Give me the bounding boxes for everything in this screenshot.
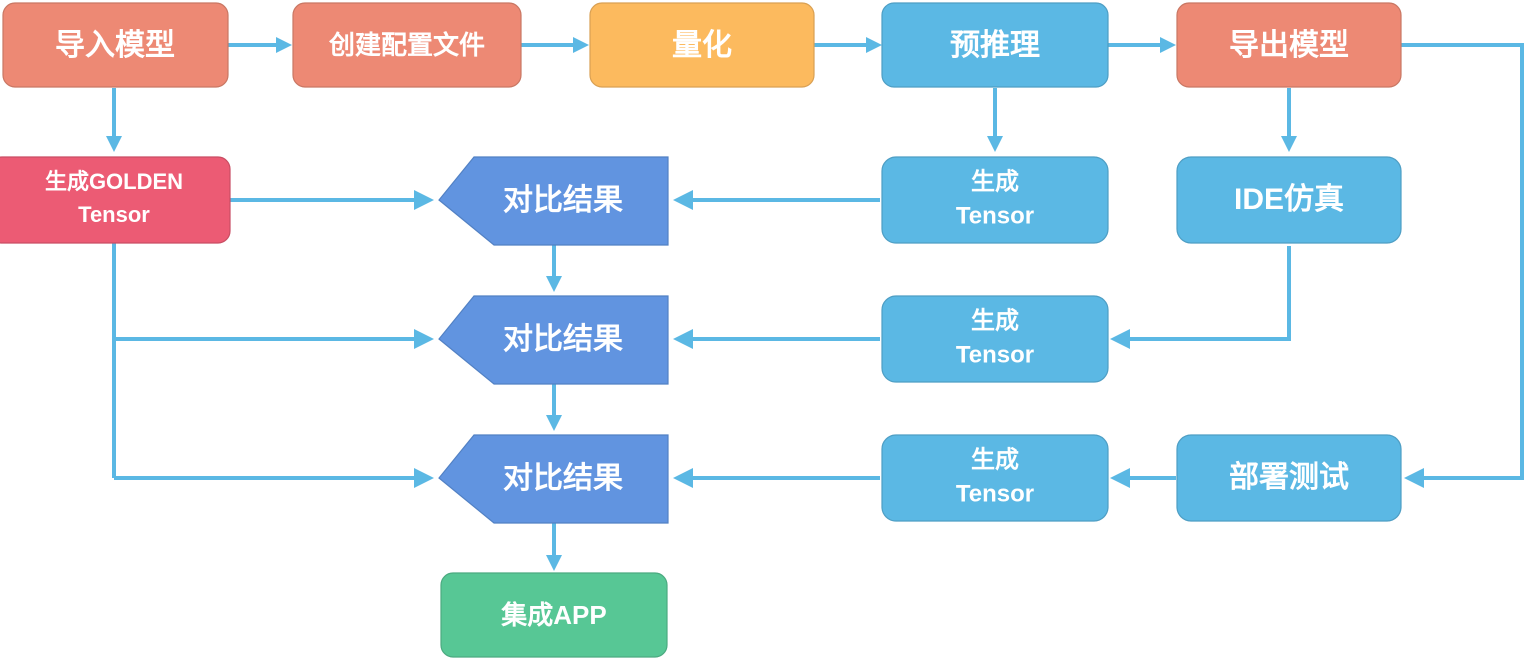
gen-tensor-2-label-line1: 生成 xyxy=(971,307,1019,334)
create-config-label: 创建配置文件 xyxy=(328,30,485,60)
node-gen-tensor-2[interactable]: 生成 Tensor xyxy=(881,295,1109,383)
compare-2-shape[interactable] xyxy=(438,295,669,385)
node-deploy-test[interactable]: 部署测试 xyxy=(1176,434,1402,522)
arrowhead-preinf-to-tensor1 xyxy=(987,136,1003,152)
gen-tensor-3-label-line2: Tensor xyxy=(956,480,1034,507)
node-create-config[interactable]: 创建配置文件 xyxy=(292,2,522,88)
node-integrate-app[interactable]: 集成APP xyxy=(440,572,668,658)
gen-tensor-3-label-line1: 生成 xyxy=(971,446,1019,473)
edge-ide-simulation-to-gen-tensor-2 xyxy=(1128,246,1291,341)
node-gen-golden-tensor[interactable]: 生成GOLDEN Tensor xyxy=(0,156,231,244)
arrowhead-tensor2-to-compare2 xyxy=(673,329,693,349)
pre-inference-box[interactable] xyxy=(881,2,1109,88)
integrate-app-box[interactable] xyxy=(440,572,668,658)
arrowhead-quantize-to-preinf xyxy=(866,37,882,53)
compare-2-label: 对比结果 xyxy=(503,323,623,356)
arrowhead-golden-to-compare1 xyxy=(414,190,434,210)
gen-tensor-1-label-line1: 生成 xyxy=(971,168,1019,195)
arrowhead-ide-to-tensor2 xyxy=(1110,329,1130,349)
quantize-label: 量化 xyxy=(672,29,732,62)
import-model-box[interactable] xyxy=(2,2,229,88)
arrowhead-tensor3-to-compare3 xyxy=(673,468,693,488)
arrowhead-compare2-to-compare3 xyxy=(546,415,562,431)
node-gen-tensor-3[interactable]: 生成 Tensor xyxy=(881,434,1109,522)
deploy-test-box[interactable] xyxy=(1176,434,1402,522)
node-gen-tensor-1[interactable]: 生成 Tensor xyxy=(881,156,1109,244)
arrowhead-golden-to-compare3 xyxy=(414,468,434,488)
node-compare-1[interactable]: 对比结果 xyxy=(438,156,669,246)
node-quantize[interactable]: 量化 xyxy=(589,2,815,88)
arrowhead-compare1-to-compare2 xyxy=(546,276,562,292)
arrowhead-tensor1-to-compare1 xyxy=(673,190,693,210)
edge-export-model-to-deploy-test xyxy=(1401,43,1524,480)
gen-tensor-2-box[interactable] xyxy=(881,295,1109,383)
arrowhead-golden-to-compare2 xyxy=(414,329,434,349)
connector-layer xyxy=(106,37,1524,571)
import-model-label: 导入模型 xyxy=(55,29,175,62)
node-compare-2[interactable]: 对比结果 xyxy=(438,295,669,385)
gen-tensor-1-box[interactable] xyxy=(881,156,1109,244)
compare-3-shape[interactable] xyxy=(438,434,669,524)
gen-golden-tensor-box[interactable] xyxy=(0,156,231,244)
ide-simulation-box[interactable] xyxy=(1176,156,1402,244)
compare-3-label: 对比结果 xyxy=(503,462,623,495)
compare-1-shape[interactable] xyxy=(438,156,669,246)
arrowhead-export-to-ide xyxy=(1281,136,1297,152)
node-import-model[interactable]: 导入模型 xyxy=(2,2,229,88)
gen-tensor-3-box[interactable] xyxy=(881,434,1109,522)
gen-golden-tensor-label-line2: Tensor xyxy=(78,202,150,227)
arrowhead-import-to-config xyxy=(276,37,292,53)
node-pre-inference[interactable]: 预推理 xyxy=(881,2,1109,88)
compare-1-label: 对比结果 xyxy=(503,184,623,217)
node-export-model[interactable]: 导出模型 xyxy=(1176,2,1402,88)
arrowhead-preinf-to-export xyxy=(1160,37,1176,53)
export-model-label: 导出模型 xyxy=(1229,29,1349,62)
arrowhead-compare3-to-app xyxy=(546,555,562,571)
arrowhead-import-to-golden xyxy=(106,136,122,152)
arrowhead-deploy-to-tensor3 xyxy=(1110,468,1130,488)
node-ide-simulation[interactable]: IDE仿真 xyxy=(1176,156,1402,244)
integrate-app-label: 集成APP xyxy=(500,600,606,630)
pre-inference-label: 预推理 xyxy=(950,29,1040,62)
deploy-test-label: 部署测试 xyxy=(1229,460,1349,494)
quantize-box[interactable] xyxy=(589,2,815,88)
export-model-box[interactable] xyxy=(1176,2,1402,88)
node-compare-3[interactable]: 对比结果 xyxy=(438,434,669,524)
arrowhead-config-to-quantize xyxy=(573,37,589,53)
ide-simulation-label: IDE仿真 xyxy=(1234,183,1344,216)
gen-tensor-2-label-line2: Tensor xyxy=(956,341,1034,368)
arrowhead-export-to-deploy xyxy=(1404,468,1424,488)
gen-tensor-1-label-line2: Tensor xyxy=(956,202,1034,229)
create-config-box[interactable] xyxy=(292,2,522,88)
gen-golden-tensor-label-line1: 生成GOLDEN xyxy=(45,169,183,194)
